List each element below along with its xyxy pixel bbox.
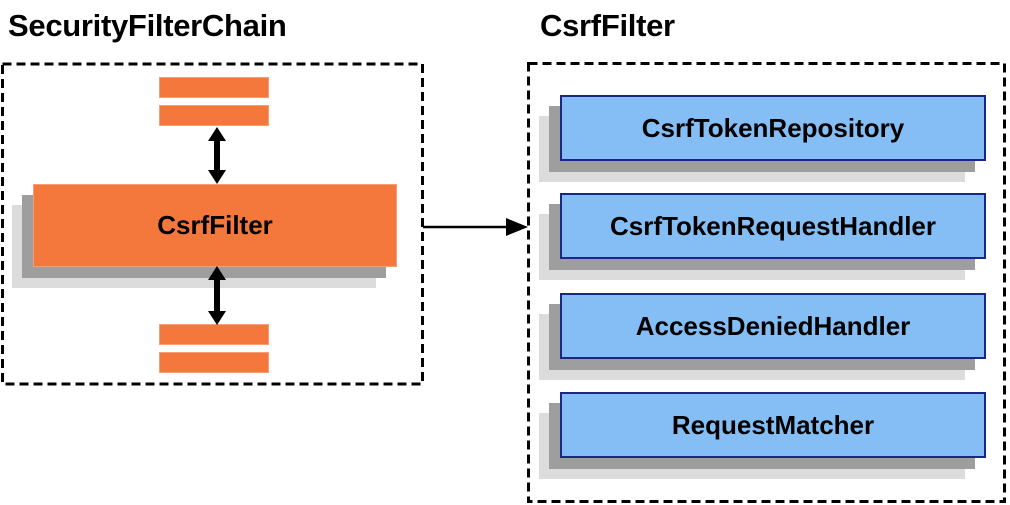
arrow-head-down [208,311,226,325]
component-label: RequestMatcher [671,409,875,440]
bidirectional-arrow-icon [208,266,226,325]
filter-placeholder-bar [159,324,269,345]
filter-placeholder-bar [159,77,269,98]
arrow-head-right [506,218,528,236]
security-filter-chain-title: SecurityFilterChain [8,8,287,43]
csrf-filter-node: CsrfFilter [33,184,397,267]
component-label: CsrfTokenRequestHandler [609,210,937,241]
arrow-head-up [208,127,226,141]
component-box-csrf-token-repository: CsrfTokenRepository [560,95,986,161]
filter-placeholder-bar [159,105,269,126]
filter-placeholder-bar [159,352,269,373]
csrf-filter-title: CsrfFilter [540,8,675,43]
component-box-access-denied-handler: AccessDeniedHandler [560,293,986,359]
flow-arrow-icon [423,218,528,236]
arrow-head-up [208,266,226,280]
arrow-head-down [208,170,226,184]
bidirectional-arrow-icon [208,127,226,184]
component-box-csrf-token-request-handler: CsrfTokenRequestHandler [560,193,986,259]
csrf-filter-node-label: CsrfFilter [157,210,273,240]
component-label: AccessDeniedHandler [635,310,911,341]
component-box-request-matcher: RequestMatcher [560,392,986,458]
component-label: CsrfTokenRepository [641,112,905,143]
